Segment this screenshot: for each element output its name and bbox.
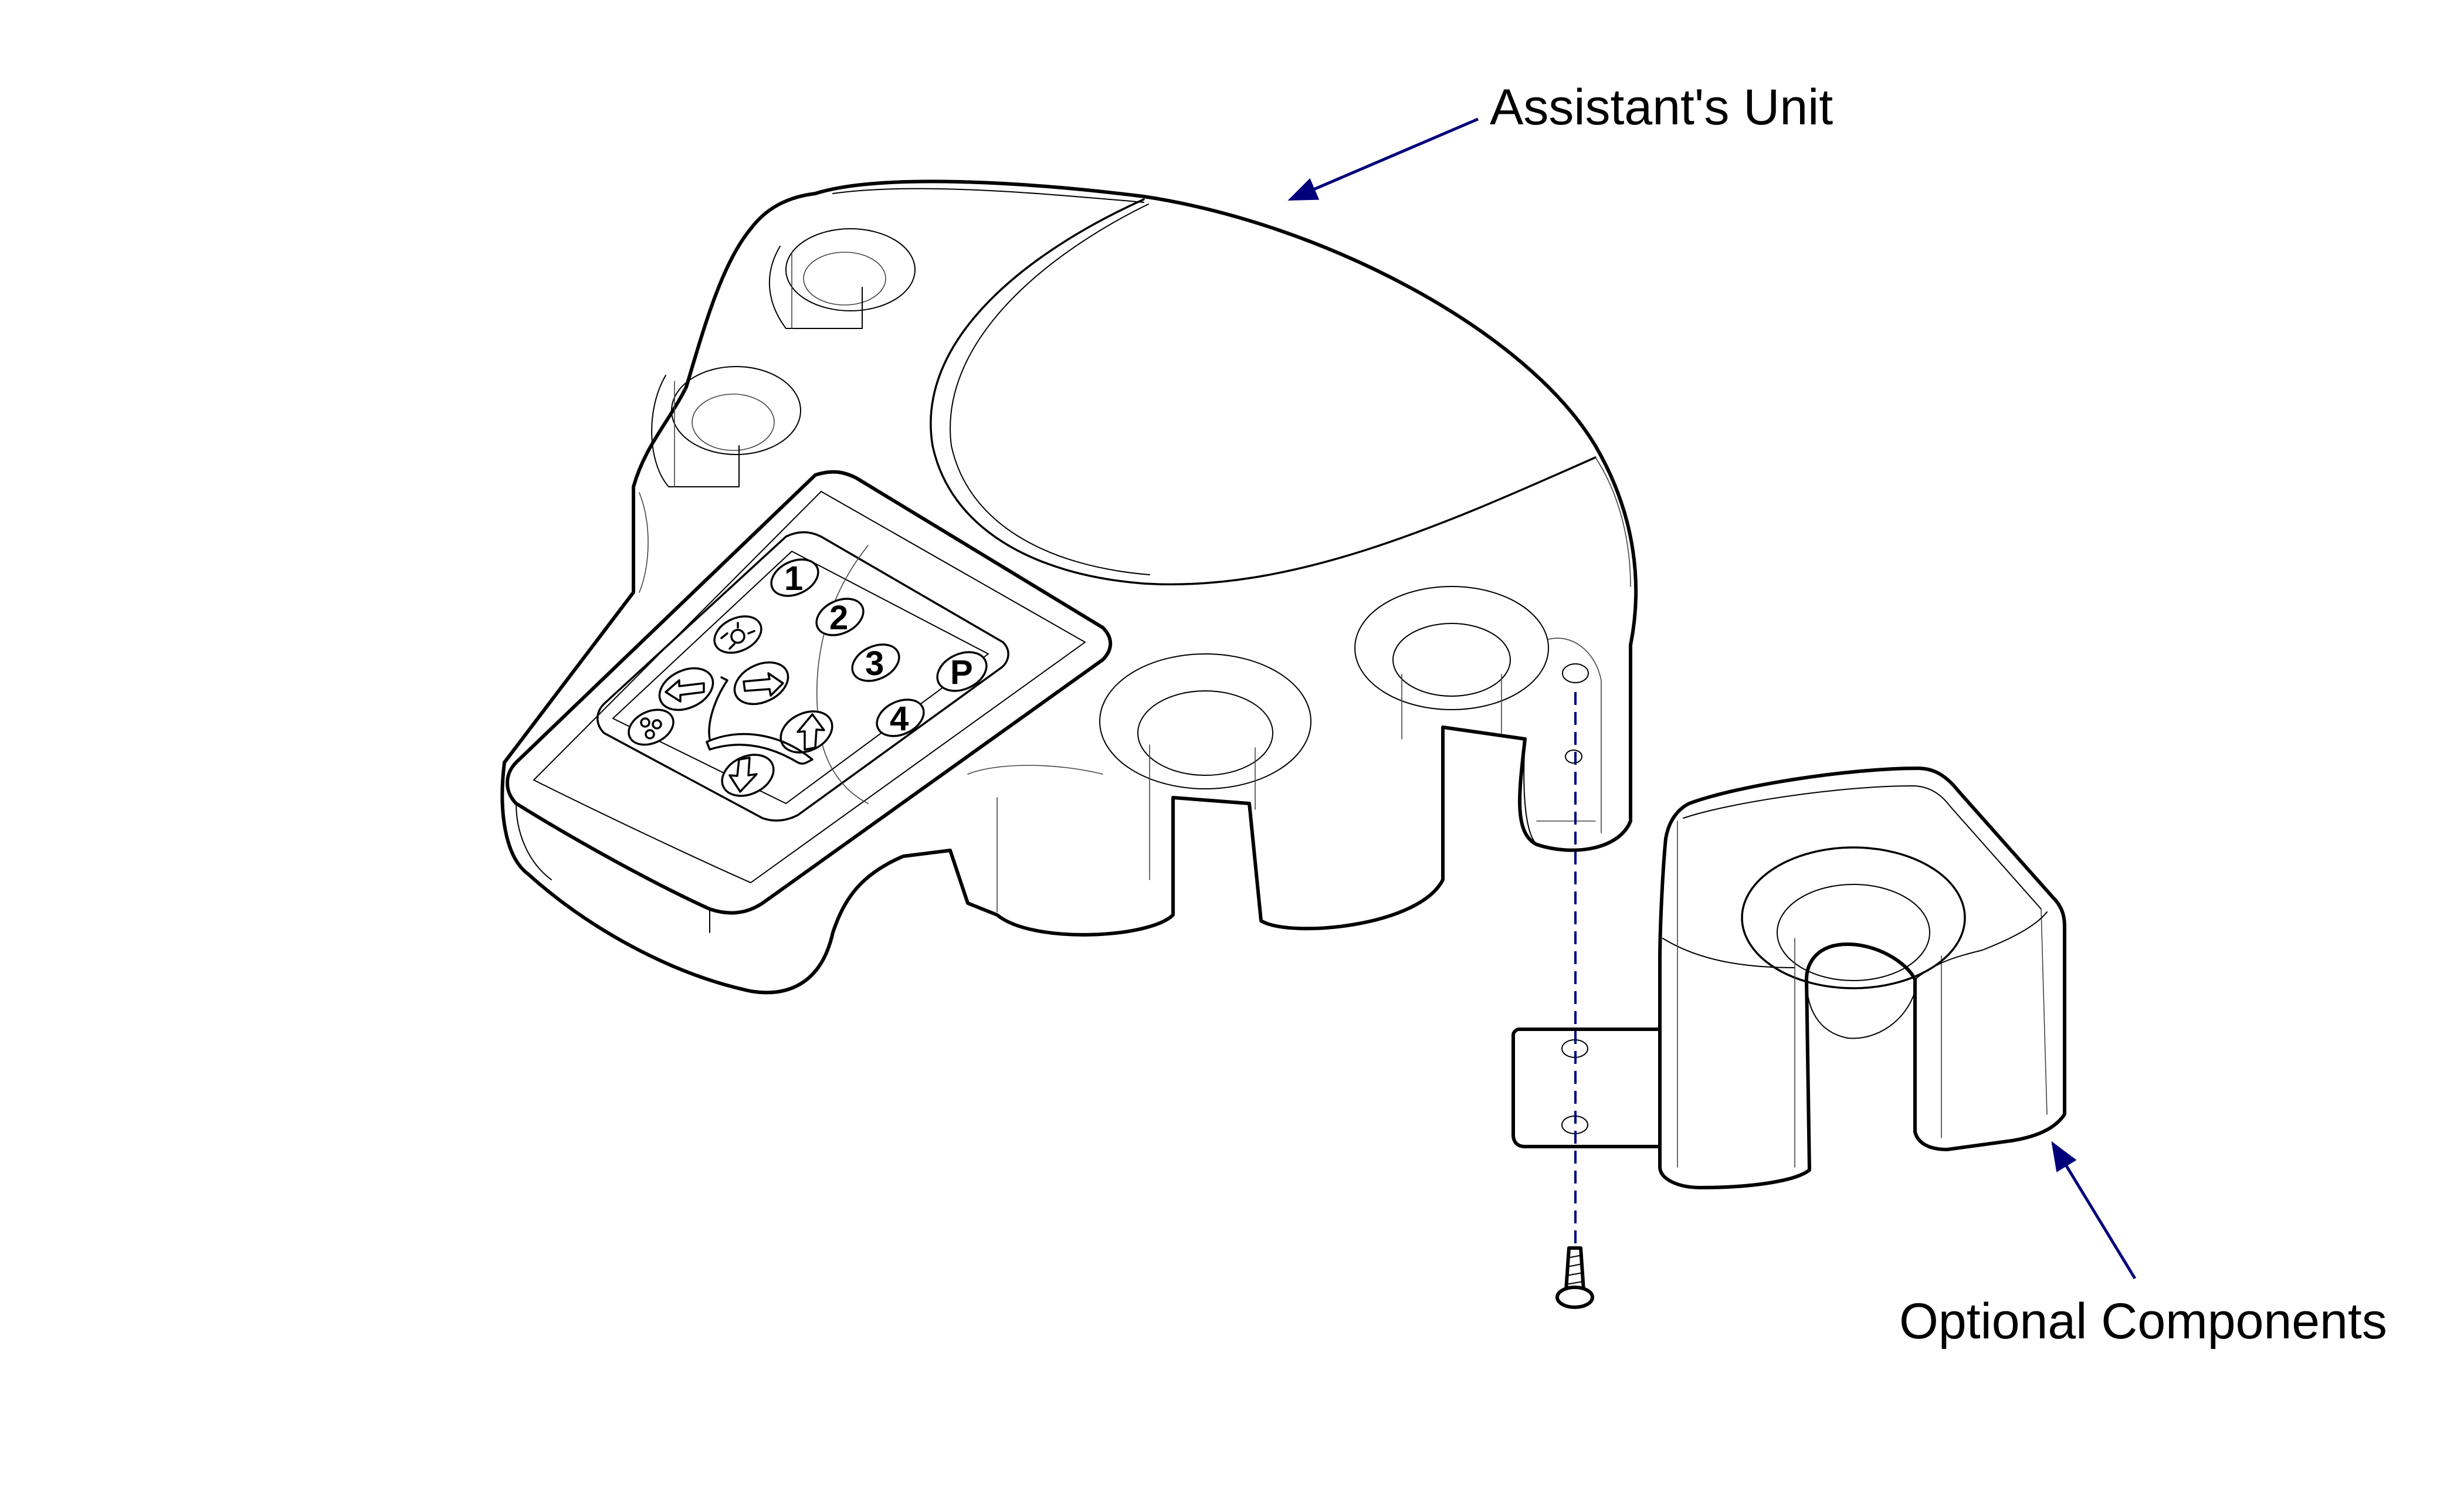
key-4[interactable]: 4 [871,693,930,743]
arrow-right-icon [743,672,784,697]
keypad-panel [506,470,1113,933]
optional-components-label: Optional Components [1899,1293,2387,1349]
arrow-left-icon [665,679,705,703]
optional-components-leader-arrow [2051,1141,2137,1280]
assistants-unit-label: Assistant's Unit [1490,79,1833,135]
arrow-up-icon [797,713,825,751]
arrow-up-key[interactable] [774,704,839,761]
recline-curve-icon [708,676,728,740]
optional-holder [1511,767,2066,1189]
screw [1555,1246,1594,1309]
arrow-right-key[interactable] [728,655,795,713]
arrow-down-icon [728,757,758,793]
water-drops-icon [640,717,662,740]
key-3-label: 3 [865,645,884,683]
arrow-left-key[interactable] [653,660,720,718]
key-2[interactable]: 2 [811,592,869,642]
key-1[interactable]: 1 [765,552,824,603]
water-key[interactable] [623,703,679,752]
key-3[interactable]: 3 [846,637,905,688]
seat-curve-icon [706,733,814,765]
light-key[interactable] [709,609,767,660]
key-p-label: P [950,653,973,691]
key-4-label: 4 [890,700,909,738]
keypad-buttons: 1 2 3 4 P [623,552,992,804]
key-1-label: 1 [784,559,803,598]
light-icon [720,622,755,650]
assistants-unit-leader-arrow [1287,117,1479,201]
arrow-down-key[interactable] [716,747,780,804]
key-2-label: 2 [829,599,848,637]
mounting-bracket [1511,1028,1685,1148]
key-p[interactable]: P [931,645,992,698]
